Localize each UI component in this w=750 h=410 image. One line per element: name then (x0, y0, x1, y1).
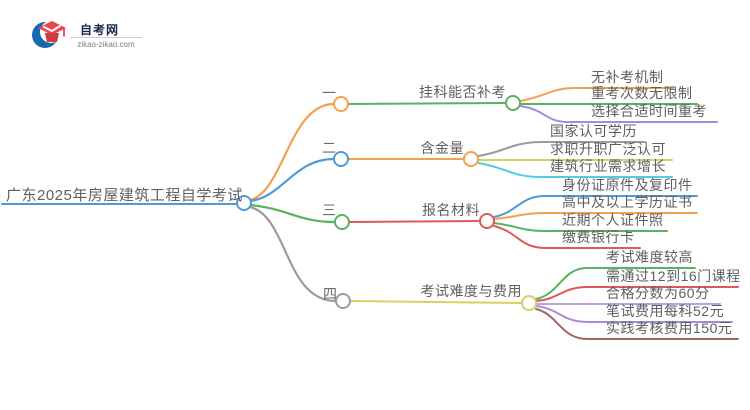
root-node-circle[interactable] (236, 195, 252, 211)
leaf-node[interactable]: 重考次数无限制 (591, 85, 693, 101)
root-node[interactable]: 广东2025年房屋建筑工程自学考试 (6, 187, 243, 204)
branch-3-index[interactable]: 三 (322, 202, 336, 218)
leaf-node[interactable]: 选择合适时间重考 (591, 103, 707, 119)
leaf-node[interactable]: 无补考机制 (591, 69, 664, 85)
branch-1-child-lines (519, 87, 718, 123)
logo-divider (70, 37, 142, 38)
branch-2-circle[interactable] (333, 151, 349, 167)
topic-4-underline (349, 300, 523, 304)
topic-2-circle[interactable] (463, 151, 479, 167)
site-name: 自考网 (80, 23, 120, 37)
topic-node-2[interactable]: 含金量 (420, 140, 464, 156)
site-url: zikao-zikao.com (77, 40, 135, 49)
branch-2-child-lines (477, 141, 673, 178)
branch-3-circle[interactable] (334, 214, 350, 230)
branch-3-child-lines (493, 195, 698, 249)
leaf-node[interactable]: 缴费银行卡 (562, 229, 635, 245)
leaf-node[interactable]: 实践考核费用150元 (606, 320, 733, 336)
topic-3-underline (348, 220, 481, 223)
topic-3-circle[interactable] (479, 213, 495, 229)
leaf-node[interactable]: 合格分数为60分 (606, 285, 710, 301)
site-logo[interactable]: 自考网 zikao-zikao.com (0, 0, 160, 60)
topic-1-underline (347, 102, 507, 105)
branch-2-curve (248, 157, 336, 203)
leaf-node[interactable]: 需通过12到16门课程 (606, 268, 741, 284)
leaf-node[interactable]: 建筑行业需求增长 (550, 158, 666, 174)
leaf-node[interactable]: 考试难度较高 (606, 249, 693, 265)
graduation-cap-logo-icon (32, 21, 66, 48)
branch-1-circle[interactable] (333, 96, 349, 112)
topic-1-circle[interactable] (505, 95, 521, 111)
topic-4-circle[interactable] (521, 295, 537, 311)
leaf-node[interactable]: 求职升职广泛认可 (550, 141, 666, 157)
leaf-node[interactable]: 国家认可学历 (550, 123, 637, 139)
branch-2-index[interactable]: 二 (322, 140, 336, 156)
branch-1-index[interactable]: 一 (322, 85, 336, 101)
topic-node-3[interactable]: 报名材料 (422, 202, 480, 218)
leaf-node[interactable]: 笔试费用每科52元 (606, 303, 725, 319)
leaf-node[interactable]: 高中及以上学历证书 (562, 194, 693, 210)
branch-3-curve (249, 203, 337, 224)
branch-4-circle[interactable] (335, 293, 351, 309)
topic-node-1[interactable]: 挂科能否补考 (419, 84, 506, 100)
branch-1-curve (248, 102, 336, 202)
topic-node-4[interactable]: 考试难度与费用 (420, 283, 522, 299)
branch-4-curve (248, 205, 338, 303)
branch-4-index[interactable]: 四 (323, 286, 337, 302)
leaf-node[interactable]: 近期个人证件照 (562, 212, 664, 228)
branch-4-child-lines (535, 267, 739, 340)
leaf-node[interactable]: 身份证原件及复印件 (562, 177, 693, 193)
